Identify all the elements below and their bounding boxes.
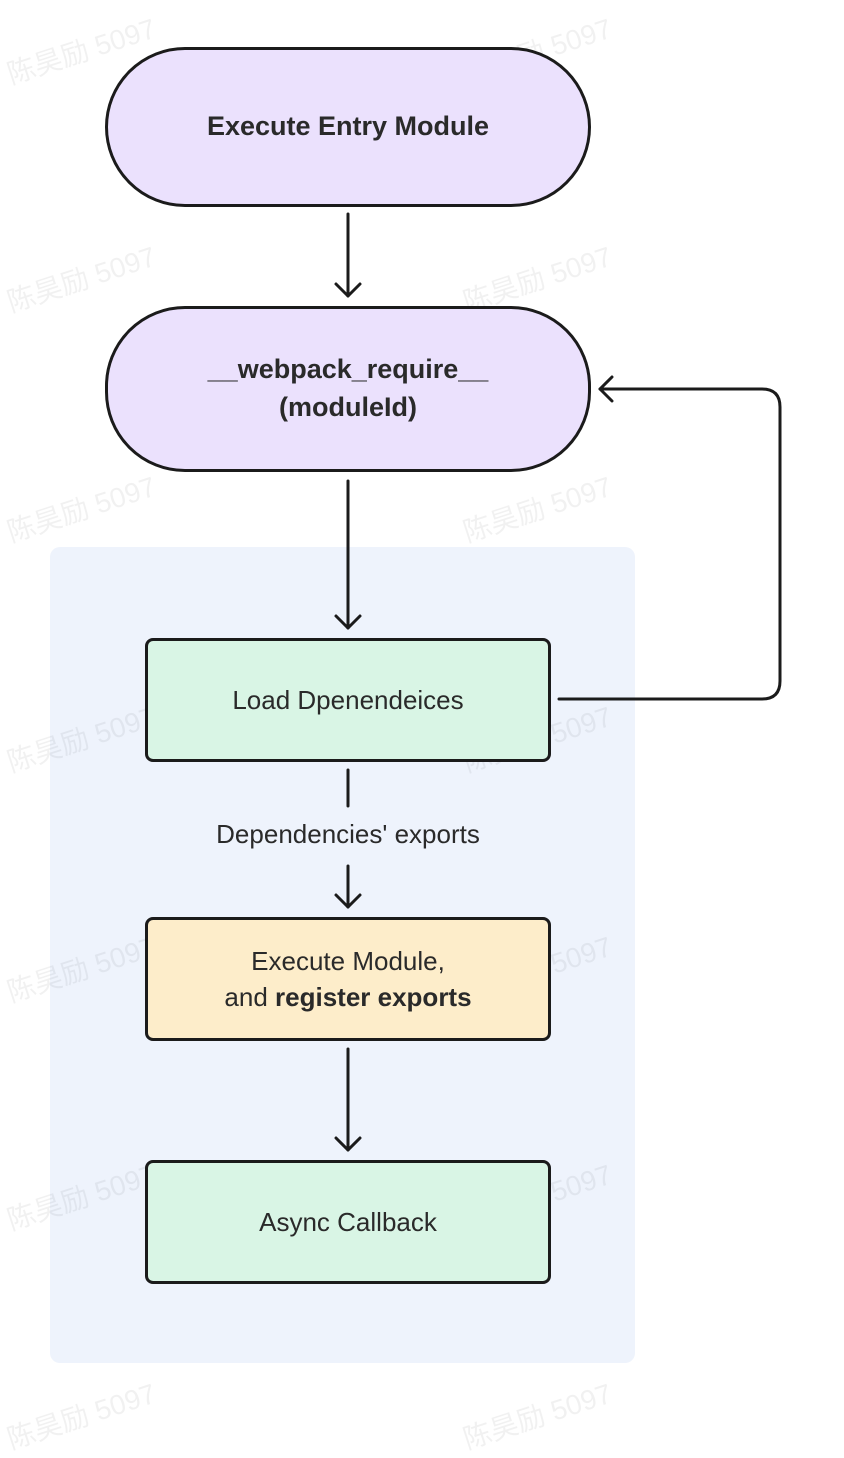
edge-load-loop-to-require bbox=[557, 387, 782, 701]
node-label-line2-bold: register exports bbox=[275, 982, 472, 1012]
node-execute-module: Execute Module, and register exports bbox=[145, 917, 551, 1041]
edge-label-dependencies-exports: Dependencies' exports bbox=[216, 819, 480, 849]
arrowhead bbox=[334, 614, 362, 630]
node-label-line2-prefix: and bbox=[224, 982, 276, 1012]
arrowhead bbox=[334, 282, 362, 298]
arrowhead bbox=[334, 1136, 362, 1152]
node-label-line2: and register exports bbox=[224, 979, 471, 1015]
node-label-line1: Execute Module, bbox=[251, 945, 445, 976]
node-async-callback: Async Callback bbox=[145, 1160, 551, 1284]
node-label-line2: (moduleId) bbox=[279, 392, 417, 422]
edges-layer bbox=[334, 212, 782, 1152]
node-label: Async Callback bbox=[259, 1206, 437, 1237]
node-webpack-require: __webpack_require__ (moduleId) bbox=[105, 306, 591, 472]
node-label-line1: __webpack_require__ bbox=[207, 354, 489, 385]
arrowhead bbox=[334, 893, 362, 909]
node-execute-entry-module: Execute Entry Module bbox=[105, 47, 591, 207]
node-load-dependencies: Load Dpenendeices bbox=[145, 638, 551, 762]
node-label: Load Dpenendeices bbox=[232, 684, 464, 715]
node-label: Execute Entry Module bbox=[206, 111, 490, 142]
arrowhead bbox=[598, 375, 614, 403]
